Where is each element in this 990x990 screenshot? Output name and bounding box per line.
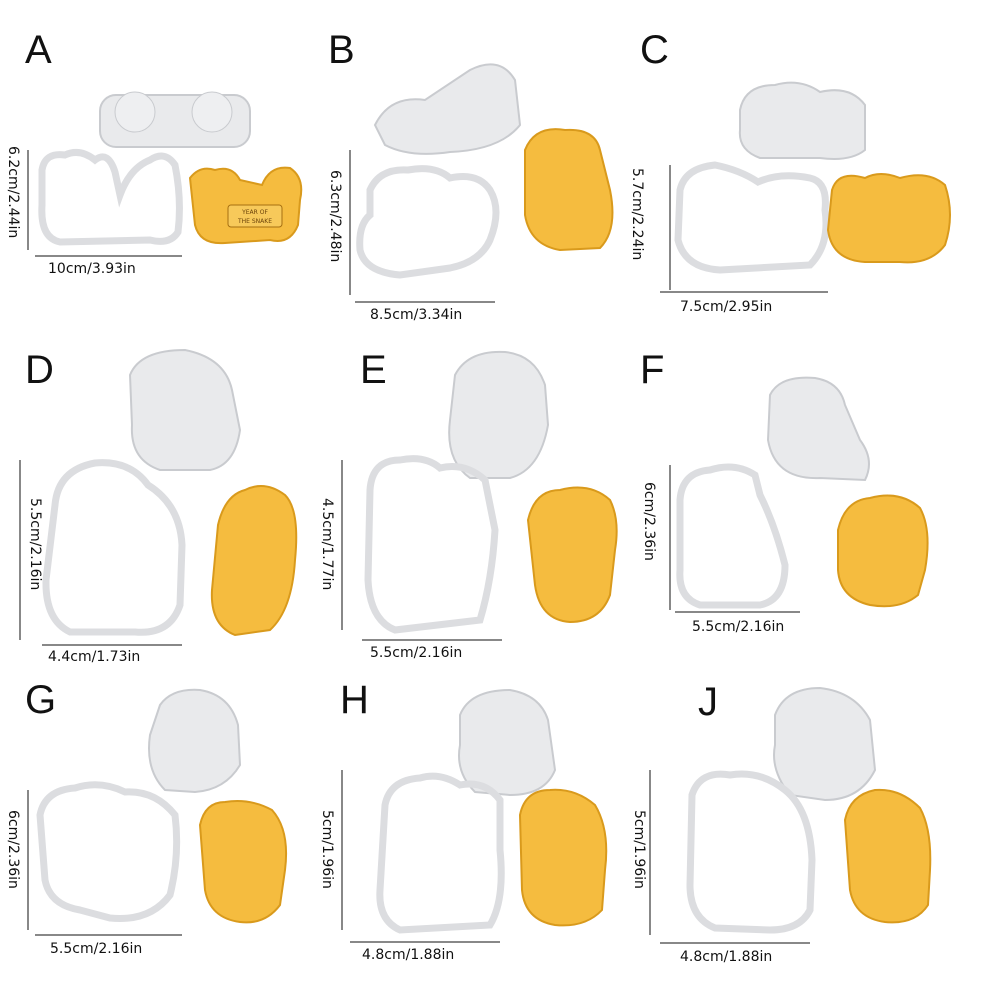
product-b-width-label: 8.5cm/3.34in xyxy=(370,307,463,323)
product-h-illustration xyxy=(341,688,608,943)
cookie-h xyxy=(518,788,608,927)
product-cell-f: F 6cm/2.36in 5.5cm/2.16in xyxy=(640,330,990,660)
product-g-illustration xyxy=(27,688,288,936)
stamp-g xyxy=(148,688,242,794)
product-d-width-label: 4.4cm/1.73in xyxy=(48,649,141,665)
product-cell-b: B 6.3cm/2.48in 8.5cm/3.34in xyxy=(327,0,660,330)
product-cell-a: YEAR OF THE SNAKE A 6.2cm/2.44in 10cm/3.… xyxy=(0,0,330,330)
product-d-illustration xyxy=(19,348,298,646)
cookie-c xyxy=(826,173,951,264)
stamp-a xyxy=(99,91,251,148)
product-f-letter: F xyxy=(640,348,665,392)
cutter-c xyxy=(674,161,830,274)
product-b-letter: B xyxy=(328,28,355,72)
cookie-d xyxy=(210,485,298,637)
cutter-a xyxy=(38,148,183,246)
product-c-height-label: 5.7cm/2.24in xyxy=(629,168,645,261)
product-f-height-label: 6cm/2.36in xyxy=(641,482,657,561)
stamp-f xyxy=(766,376,870,482)
cutter-g xyxy=(36,781,181,923)
cutter-b xyxy=(356,165,500,279)
product-f-width-label: 5.5cm/2.16in xyxy=(692,619,785,635)
cookie-f xyxy=(837,494,929,608)
product-h-letter: H xyxy=(340,678,369,722)
product-j-width-label: 4.8cm/1.88in xyxy=(680,949,773,965)
product-a-letter: A xyxy=(25,28,52,72)
product-cell-d: D 5.5cm/2.16in 4.4cm/1.73in xyxy=(0,330,330,664)
stamp-h xyxy=(458,688,557,797)
product-c-letter: C xyxy=(640,28,669,72)
cookie-g xyxy=(198,800,288,924)
product-b-height-label: 6.3cm/2.48in xyxy=(327,170,343,263)
svg-text:YEAR OF: YEAR OF xyxy=(241,209,268,216)
stamp-b xyxy=(373,63,522,155)
product-a-height-label: 6.2cm/2.44in xyxy=(5,146,21,239)
cookie-j xyxy=(843,788,932,924)
product-e-height-label: 4.5cm/1.77in xyxy=(319,498,335,591)
product-c-width-label: 7.5cm/2.95in xyxy=(680,299,773,315)
product-a-width-label: 10cm/3.93in xyxy=(48,261,136,277)
stamp-c xyxy=(738,81,866,160)
product-cell-h: H 5cm/1.96in 4.8cm/1.88in xyxy=(319,660,660,990)
cutter-f xyxy=(676,463,789,609)
product-cell-c: C 5.7cm/2.24in 7.5cm/2.95in xyxy=(629,0,990,330)
product-g-width-label: 5.5cm/2.16in xyxy=(50,941,143,957)
product-cell-e: E 4.5cm/1.77in 5.5cm/2.16in xyxy=(319,330,660,661)
product-cell-g: G 6cm/2.36in 5.5cm/2.16in xyxy=(0,660,330,990)
product-e-width-label: 5.5cm/2.16in xyxy=(370,645,463,661)
product-d-height-label: 5.5cm/2.16in xyxy=(27,498,43,591)
cutter-j xyxy=(686,770,816,934)
cutter-e xyxy=(364,455,499,634)
product-e-letter: E xyxy=(360,348,387,392)
product-j-height-label: 5cm/1.96in xyxy=(631,810,647,889)
cookie-e xyxy=(526,486,618,624)
product-b-illustration xyxy=(349,63,614,303)
product-g-height-label: 6cm/2.36in xyxy=(5,810,21,889)
stamp-j xyxy=(773,686,877,802)
product-h-width-label: 4.8cm/1.88in xyxy=(362,947,455,963)
product-g-letter: G xyxy=(25,678,57,722)
product-j-illustration xyxy=(649,686,932,944)
product-h-height-label: 5cm/1.96in xyxy=(319,810,335,889)
stamp-e xyxy=(448,350,550,479)
product-j-letter: J xyxy=(698,680,718,724)
svg-text:THE SNAKE: THE SNAKE xyxy=(237,218,272,225)
stamp-d xyxy=(128,348,242,471)
cutter-d xyxy=(42,459,186,636)
product-cell-j: J 5cm/1.96in 4.8cm/1.88in xyxy=(631,660,990,990)
cookie-b xyxy=(524,128,614,252)
product-c-illustration xyxy=(660,81,951,293)
product-a-illustration: YEAR OF THE SNAKE xyxy=(27,91,303,257)
cutter-h xyxy=(376,772,505,934)
product-f-illustration xyxy=(669,376,929,613)
product-e-illustration xyxy=(341,350,618,641)
cookie-a: YEAR OF THE SNAKE xyxy=(188,166,303,245)
product-d-letter: D xyxy=(25,348,54,392)
